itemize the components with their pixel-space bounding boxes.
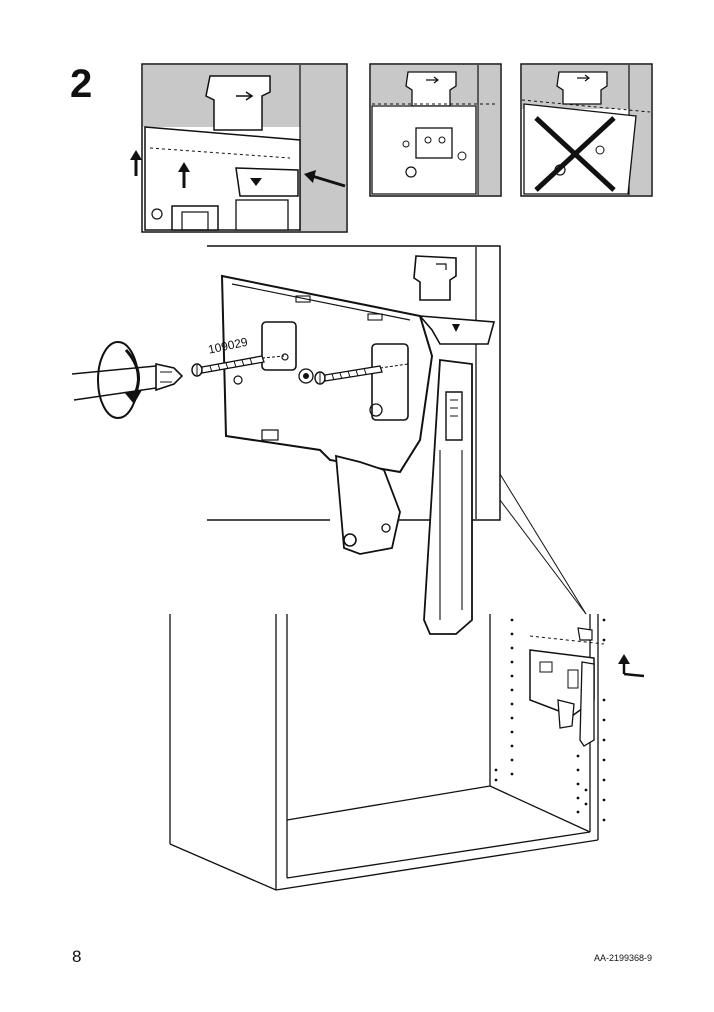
incorrect-x-icon <box>534 116 616 192</box>
detail-panel-correct <box>369 63 502 197</box>
screwdriver-icon <box>71 341 184 419</box>
document-code: AA-2199368-9 <box>593 953 652 963</box>
step-number: 2 <box>70 62 93 106</box>
detail-panel-align-hinge <box>130 63 348 233</box>
detail-panel-screw-fastening <box>191 245 587 635</box>
page-number: 8 <box>72 947 82 966</box>
screw-2 <box>314 365 383 385</box>
detail-panel-incorrect <box>520 63 653 197</box>
screw-1 <box>191 355 265 377</box>
cabinet-overview <box>169 614 645 891</box>
